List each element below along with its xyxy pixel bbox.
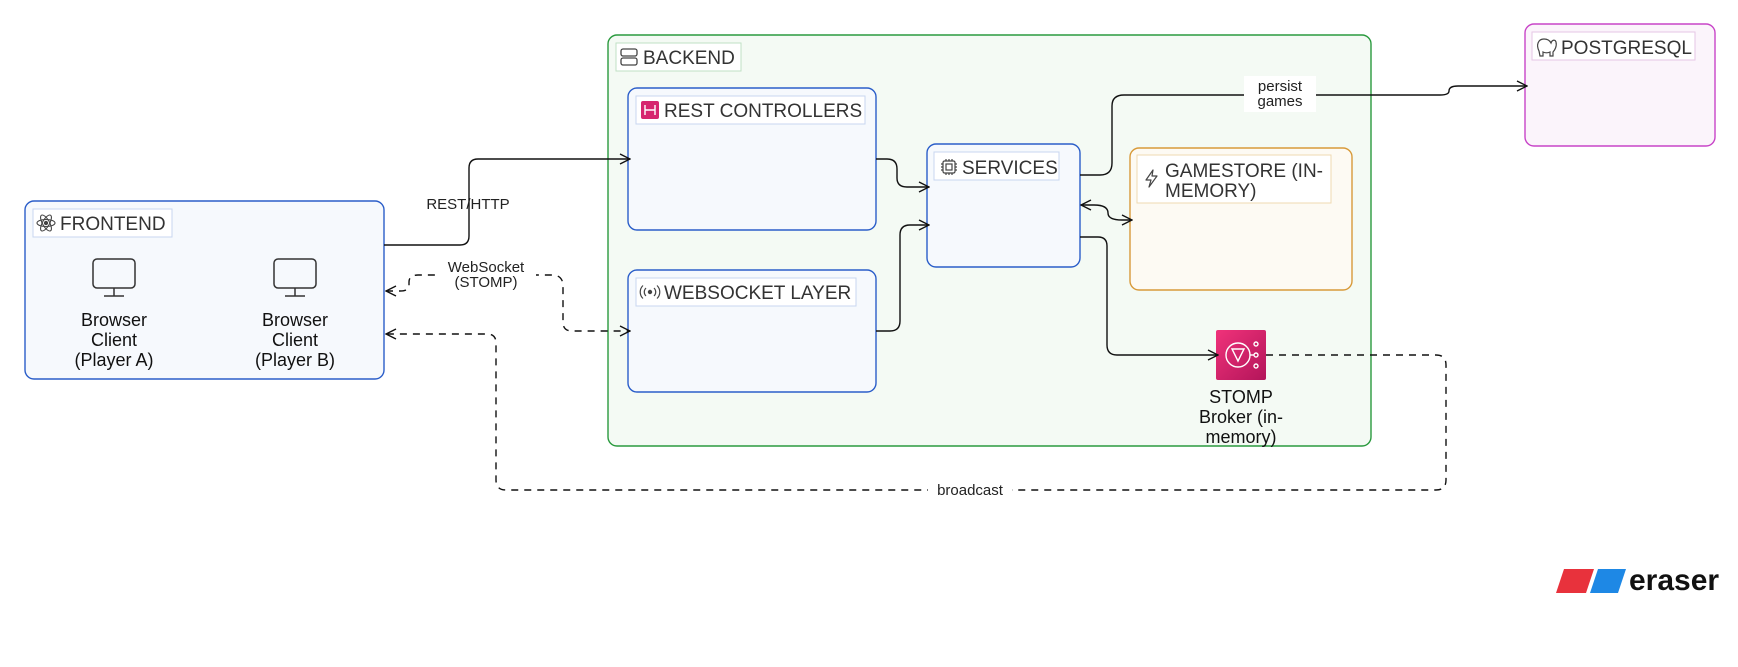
edge-rest-to-services [876, 158, 929, 187]
monitor-icon [273, 258, 317, 297]
cpu-icon [941, 159, 957, 175]
rest-controllers-label: REST CONTROLLERS [664, 101, 862, 122]
gamestore-label-line1: GAMESTORE (IN- [1165, 161, 1323, 182]
rest-controllers-group[interactable]: REST CONTROLLERS [627, 87, 877, 231]
client-a-label-line2: Client [91, 330, 137, 350]
api-gateway-icon [641, 101, 659, 119]
edge-label-persist-line1: persist [1258, 78, 1303, 95]
edge-services-to-broker [1080, 236, 1218, 355]
client-a-label-line1: Browser [81, 310, 147, 330]
websocket-label-bg [436, 259, 536, 293]
server-icon [620, 48, 638, 66]
monitor-icon [92, 258, 136, 297]
rest-controllers-tag [635, 95, 866, 125]
edge-label-broadcast: broadcast [937, 482, 1004, 499]
websocket-layer-tag [635, 277, 857, 307]
edge-label-persist-line2: games [1257, 93, 1302, 110]
edge-ws-to-services [876, 225, 929, 332]
elephant-icon [1537, 38, 1557, 57]
postgres-label: POSTGRESQL [1561, 38, 1692, 59]
edge-services-gamestore [1081, 205, 1132, 220]
edge-label-websocket-line1: WebSocket [448, 259, 525, 276]
lightning-icon [1145, 169, 1158, 188]
broker-label-line1: STOMP [1209, 387, 1273, 407]
stomp-broker-node[interactable]: STOMP Broker (in- memory) [1199, 330, 1283, 447]
edge-label-rest-http: REST/HTTP [426, 196, 509, 213]
frontend-label: FRONTEND [60, 214, 166, 235]
eraser-logo-red-shape [1556, 569, 1594, 593]
edge-rest-http [384, 159, 630, 246]
client-b-label-line2: Client [272, 330, 318, 350]
gamestore-group[interactable]: GAMESTORE (IN- MEMORY) [1129, 147, 1353, 291]
client-b-label-line3: (Player B) [255, 350, 335, 370]
edge-label-websocket-line2: (STOMP) [454, 274, 517, 291]
websocket-layer-group[interactable]: WEBSOCKET LAYER [627, 269, 877, 393]
browser-client-b[interactable]: Browser Client (Player B) [255, 258, 335, 370]
gamestore-tag [1136, 154, 1332, 204]
browser-client-a[interactable]: Browser Client (Player A) [74, 258, 154, 370]
edge-persist-games [1080, 86, 1527, 176]
frontend-group[interactable]: FRONTEND [24, 200, 385, 380]
eraser-logo-blue-shape [1590, 569, 1626, 593]
broker-label-line2: Broker (in- [1199, 407, 1283, 427]
websocket-layer-label: WEBSOCKET LAYER [664, 283, 851, 304]
frontend-tag [32, 208, 173, 238]
gamestore-label-line2: MEMORY) [1165, 181, 1256, 202]
broker-glyph [1225, 341, 1259, 369]
postgres-group[interactable]: POSTGRESQL [1524, 23, 1716, 147]
services-group[interactable]: SERVICES [926, 143, 1081, 268]
react-icon [36, 214, 56, 232]
services-label: SERVICES [962, 158, 1058, 179]
client-b-label-line1: Browser [262, 310, 328, 330]
eraser-logo: eraser [1556, 564, 1719, 597]
postgres-tag [1531, 31, 1696, 61]
eraser-logo-text: eraser [1629, 564, 1719, 597]
persist-label-bg [1244, 76, 1316, 112]
broker-label-line3: memory) [1206, 427, 1277, 447]
client-a-label-line3: (Player A) [74, 350, 153, 370]
broadcast-label-bg [928, 481, 1012, 499]
backend-tag [615, 42, 742, 72]
broadcast-icon [639, 285, 661, 299]
backend-label: BACKEND [643, 48, 735, 69]
